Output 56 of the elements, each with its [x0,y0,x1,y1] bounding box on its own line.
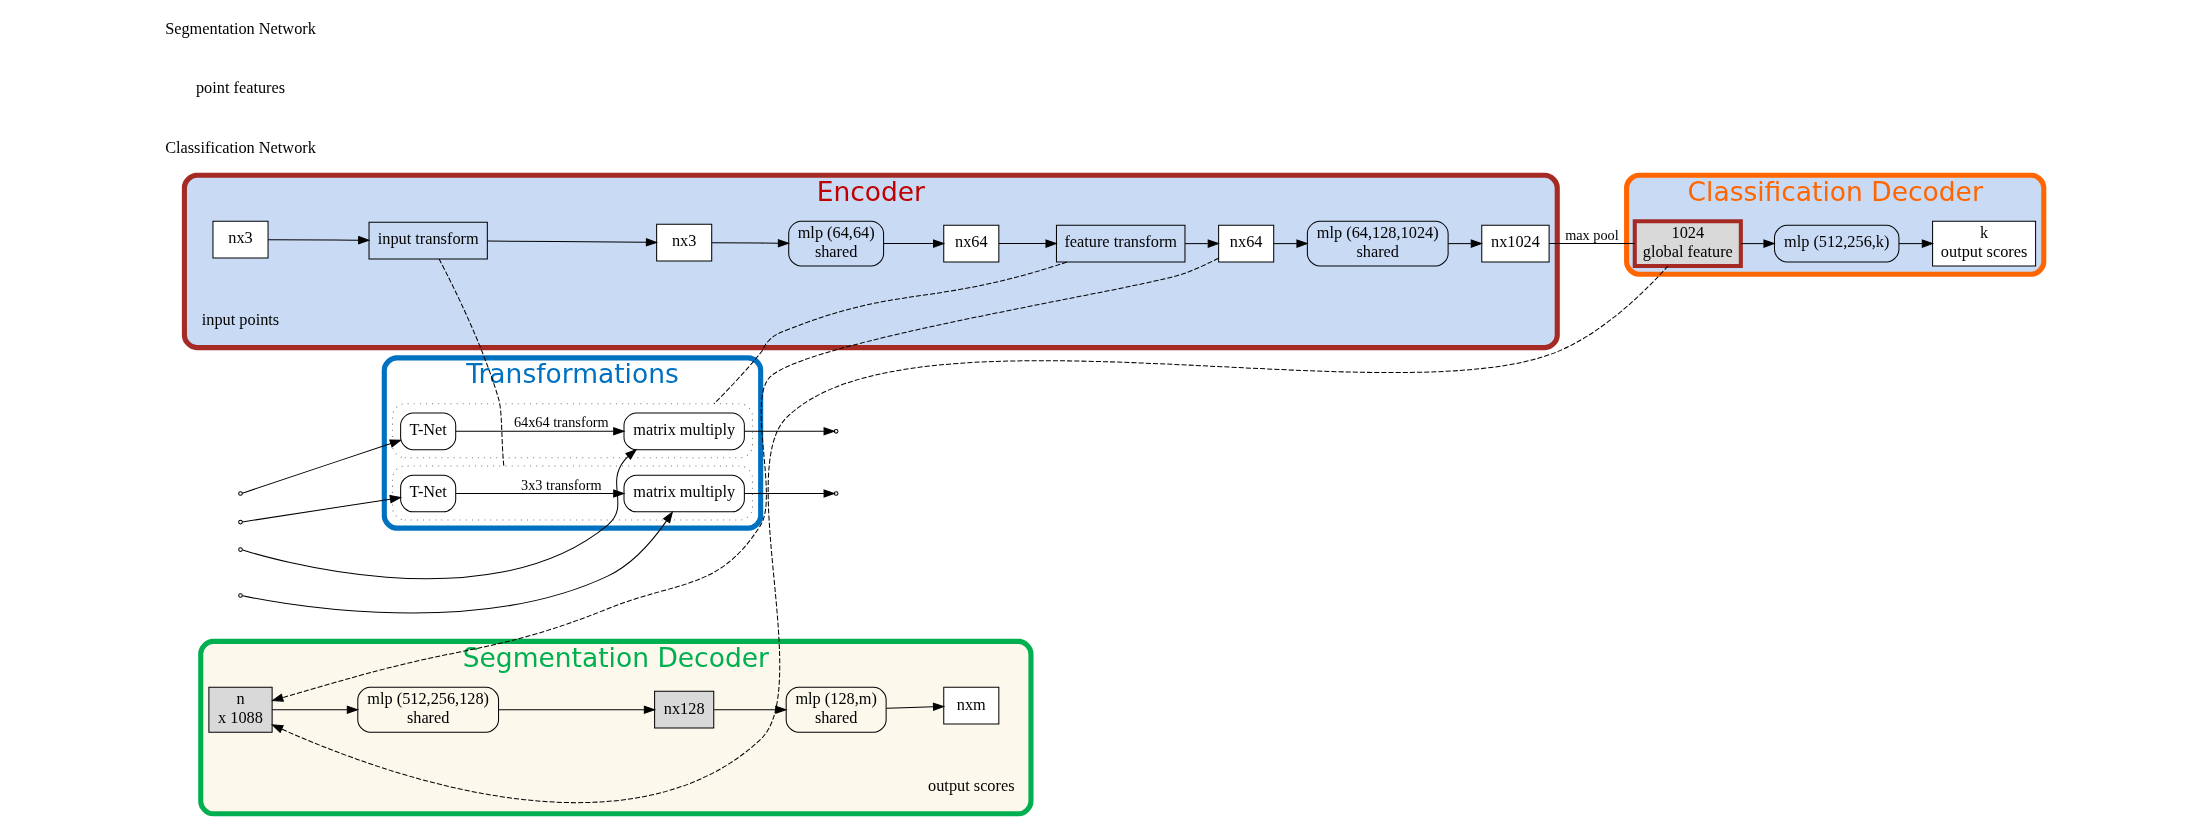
arrow [267,235,371,245]
connector [1548,243,1636,245]
node-box: n x 1088 [208,686,273,733]
arrow [241,495,403,523]
node-box: k output scores [1932,220,2037,267]
node-box: nx1024 [1481,224,1550,263]
node-box: nx64 [943,224,1000,263]
arrow [1184,239,1220,248]
edge-label: max pool [1565,226,1619,243]
node-box: mlp (128,m) shared [785,686,887,733]
arrow [743,427,836,436]
connector [713,261,1068,405]
arrow [883,239,946,248]
node-label: output scores [928,776,1015,796]
arrow [455,489,626,498]
node-box: input transform [368,221,488,260]
arrow [1898,239,1935,248]
node-box: matrix multiply [623,412,745,451]
arrow [271,705,360,714]
node-box: feature transform [1055,224,1186,263]
node-box: 1024 global feature [1632,219,1743,269]
arrow [713,705,788,714]
node-box: mlp (512,256,k) [1774,224,1900,263]
arrow [242,510,674,614]
arrow [271,265,1669,803]
node-box: mlp (64,64) shared [788,220,885,267]
node-box: mlp (512,256,128) shared [357,686,500,733]
arrow [241,439,402,494]
arrow [743,489,836,498]
arrow [498,705,657,714]
arrow [998,239,1058,248]
node-box: nxm [943,686,1000,725]
arrow [1740,239,1776,248]
label: Segmentation Network [165,19,316,39]
node-label: input points [201,310,280,329]
node-box: nx3 [656,223,713,262]
label: point features [195,78,286,98]
connector [438,258,505,467]
node-box: mlp (64,128,1024) shared [1306,220,1449,267]
arrow [1447,239,1483,248]
edge-label: 64x64 transform [513,414,609,431]
arrow [242,448,638,580]
node-box: nx128 [654,690,715,729]
arrow [271,257,1219,702]
arrow [1273,239,1309,248]
node-box: T-Net [400,412,457,451]
arrow [885,702,946,712]
node-box: T-Net [400,474,457,513]
node-box: nx64 [1218,224,1275,263]
label: Classification Network [165,137,316,157]
node-box: matrix multiply [623,474,745,513]
node-box: nx3 [212,220,269,259]
arrow [486,238,659,247]
edge-label: 3x3 transform [521,476,602,493]
arrow [455,427,626,436]
arrow [711,238,791,248]
